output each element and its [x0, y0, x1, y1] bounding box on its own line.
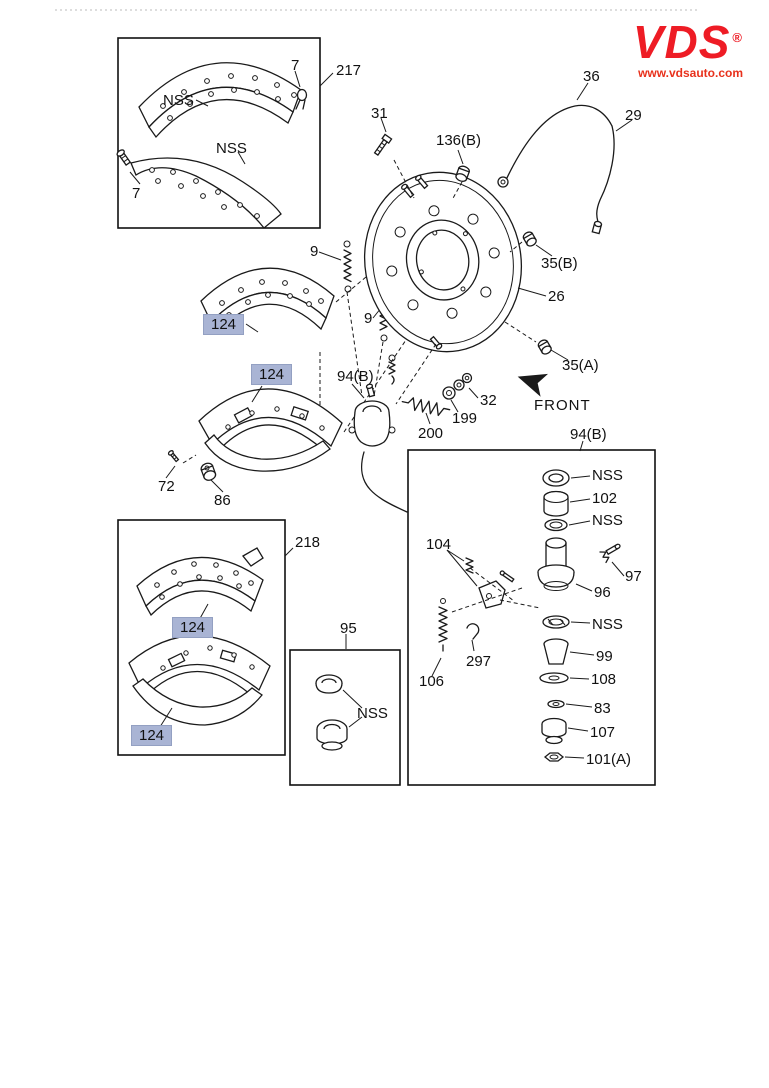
wheel-cylinder-94B — [348, 383, 396, 447]
spring-106 — [431, 598, 448, 677]
part-label-7-bottom: 7 — [132, 185, 141, 202]
washer-199 — [442, 386, 459, 413]
grease-cap-lower — [316, 689, 363, 751]
registered-mark: ® — [732, 29, 743, 45]
part-label-124-shoe-upper[interactable]: 124 — [203, 314, 245, 336]
part-label-nss-217-upper: NSS — [163, 92, 194, 109]
brake-lining-217-upper — [138, 62, 302, 139]
part-label-108: 108 — [591, 671, 617, 688]
backing-plate-26 — [363, 171, 547, 405]
plate-stud-1 — [401, 183, 415, 199]
part-label-86: 86 — [214, 492, 231, 509]
hold-down-spring-small — [388, 354, 396, 385]
detail-link-curve — [361, 451, 408, 513]
cap-107 — [541, 717, 589, 745]
part-label-83: 83 — [594, 700, 611, 717]
part-label-104: 104 — [426, 536, 452, 553]
connector-35B — [509, 231, 553, 257]
part-label-front: FRONT — [534, 397, 591, 414]
ring-83 — [547, 699, 593, 709]
part-label-29: 29 — [625, 107, 642, 124]
front-direction-arrow — [517, 373, 549, 397]
part-label-136B: 136(B) — [436, 132, 482, 149]
part-label-218: 218 — [295, 534, 321, 551]
part-label-nss-cyl-3: NSS — [592, 616, 623, 633]
part-label-nss-cyl-2: NSS — [592, 512, 623, 529]
cylinder-cup-102 — [543, 490, 591, 517]
part-label-101A: 101(A) — [586, 751, 632, 768]
cylinder-body-96 — [537, 537, 593, 592]
grease-cap-upper — [315, 674, 343, 694]
part-label-94B-box: 94(B) — [570, 426, 607, 443]
part-label-124-218-lower[interactable]: 124 — [131, 725, 173, 747]
grommet-136B — [451, 149, 471, 201]
brand-url[interactable]: www.vdsauto.com — [638, 66, 743, 81]
nut-101A — [543, 752, 585, 762]
bleeder-screw-97 — [599, 543, 625, 577]
part-label-107: 107 — [590, 724, 616, 741]
part-label-nss-217-lower: NSS — [216, 140, 247, 157]
brake-lining-218-upper — [136, 547, 264, 623]
part-label-217: 217 — [336, 62, 362, 79]
clip-297 — [466, 623, 480, 652]
lever-kit-104 — [446, 549, 541, 613]
brake-shoe-assembly-218-lower — [128, 635, 271, 731]
brake-lining-217-lower — [130, 151, 282, 229]
part-label-200: 200 — [418, 425, 444, 442]
part-label-31: 31 — [371, 105, 388, 122]
brand-name: VDS — [632, 16, 731, 68]
adjuster-screw-72 — [165, 450, 197, 479]
brand-logo: VDS® www.vdsauto.com — [633, 19, 743, 81]
inset-box-218 — [117, 519, 294, 756]
adjuster-86 — [200, 462, 224, 493]
part-label-96: 96 — [594, 584, 611, 601]
part-label-297: 297 — [466, 653, 492, 670]
plate-stud-2 — [415, 174, 429, 190]
brake-shoe-assembly-middle — [198, 385, 343, 472]
part-label-7-top: 7 — [291, 57, 300, 74]
part-label-72: 72 — [158, 478, 175, 495]
part-label-99: 99 — [596, 648, 613, 665]
part-label-36: 36 — [583, 68, 600, 85]
inset-box-95 — [289, 634, 401, 786]
part-label-97: 97 — [625, 568, 642, 585]
washer-108 — [539, 672, 590, 684]
screw-7-bottom — [116, 149, 141, 185]
part-label-124-218-upper[interactable]: 124 — [172, 617, 214, 639]
return-spring-9-left — [318, 240, 352, 293]
part-label-32: 32 — [480, 392, 497, 409]
part-label-94B-main: 94(B) — [337, 368, 374, 385]
brand-logo-text: VDS® — [633, 19, 743, 65]
brake-pipe-29 — [591, 119, 633, 235]
part-label-95: 95 — [340, 620, 357, 637]
connector-35A — [504, 321, 569, 361]
inset-box-94B — [407, 440, 656, 786]
part-label-35A: 35(A) — [562, 357, 599, 374]
plate-stud-3 — [429, 335, 443, 350]
bolt-31 — [373, 117, 415, 199]
part-label-26: 26 — [548, 288, 565, 305]
cylinder-cap-nss-1 — [542, 469, 591, 487]
part-label-102: 102 — [592, 490, 618, 507]
part-label-9-right: 9 — [364, 310, 373, 327]
part-label-nss-95: NSS — [357, 705, 388, 722]
brake-pipe-36 — [497, 82, 613, 188]
screw-7-top — [294, 70, 308, 110]
cylinder-ring-nss-2 — [544, 518, 591, 532]
part-label-nss-cyl-1: NSS — [592, 467, 623, 484]
spring-200 — [401, 397, 451, 425]
washers-32 — [453, 372, 479, 399]
part-label-35B: 35(B) — [541, 255, 578, 272]
inset-box-217 — [117, 37, 334, 229]
part-label-9-left: 9 — [310, 243, 319, 260]
part-label-199: 199 — [452, 410, 478, 427]
cylinder-ring-nss-3 — [542, 615, 591, 629]
part-label-106: 106 — [419, 673, 445, 690]
part-label-124-shoe-lower[interactable]: 124 — [251, 364, 293, 386]
cup-99 — [543, 638, 595, 665]
